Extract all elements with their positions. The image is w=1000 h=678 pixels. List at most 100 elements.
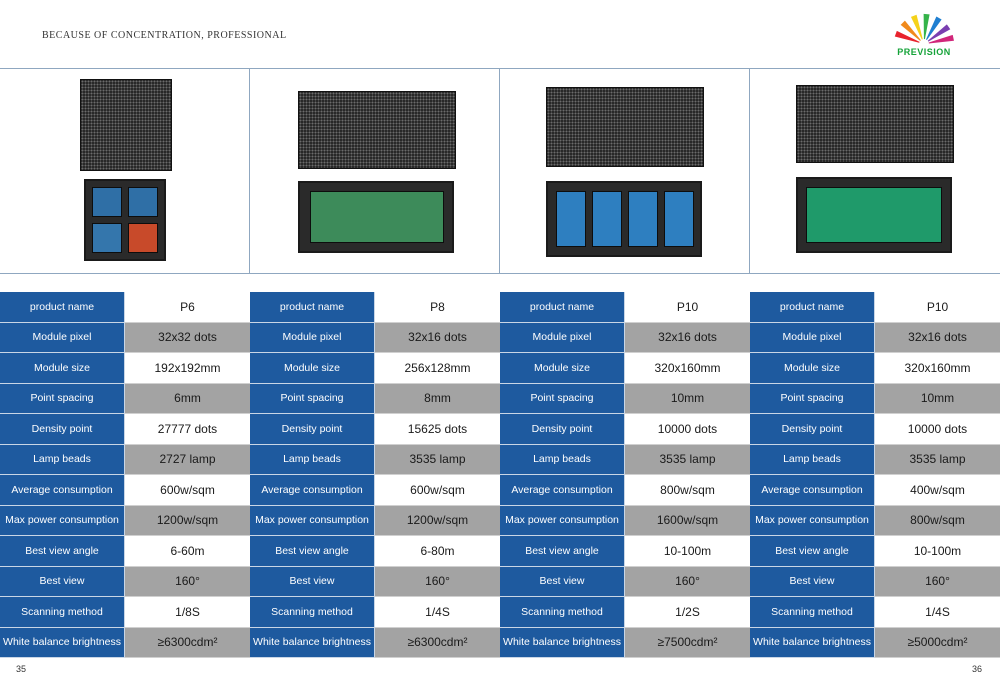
spec-value: 10000 dots — [625, 414, 750, 445]
spec-label: White balance brightness — [500, 627, 625, 658]
spec-value: 160° — [875, 566, 1000, 597]
page-number-left: 35 — [16, 664, 27, 674]
spec-label: Scanning method — [250, 597, 375, 628]
spec-value: 3535 lamp — [375, 444, 500, 475]
spec-value: 32x16 dots — [625, 322, 750, 353]
led-module-back — [796, 177, 952, 253]
led-module-front — [546, 87, 704, 167]
spec-label: Best view angle — [500, 536, 625, 567]
spec-label: Best view — [500, 566, 625, 597]
spec-label: product name — [750, 292, 875, 323]
photo-p6 — [0, 69, 250, 273]
spec-value: 3535 lamp — [625, 444, 750, 475]
spec-value: 600w/sqm — [125, 475, 250, 506]
spec-value: 6-60m — [125, 536, 250, 567]
spec-label: Lamp beads — [0, 444, 125, 475]
photo-p8 — [250, 69, 500, 273]
spec-value: ≥5000cdm² — [875, 627, 1000, 658]
spec-value: 1600w/sqm — [625, 505, 750, 536]
spec-value: 400w/sqm — [875, 475, 1000, 506]
spec-label: Average consumption — [0, 475, 125, 506]
spec-value: 6-80m — [375, 536, 500, 567]
spec-value: 1200w/sqm — [125, 505, 250, 536]
spec-label: Density point — [750, 414, 875, 445]
spec-label: Best view angle — [0, 536, 125, 567]
spec-label: Average consumption — [500, 475, 625, 506]
spec-label: Average consumption — [250, 475, 375, 506]
spec-value: 8mm — [375, 383, 500, 414]
spec-label: Point spacing — [250, 383, 375, 414]
spec-value: 10mm — [875, 383, 1000, 414]
spec-label: Best view angle — [750, 536, 875, 567]
spec-label: Scanning method — [0, 597, 125, 628]
spec-value: ≥6300cdm² — [125, 627, 250, 658]
spec-value: 1/4S — [875, 597, 1000, 628]
spec-label: Best view — [0, 566, 125, 597]
spec-label: White balance brightness — [0, 627, 125, 658]
spec-label: product name — [250, 292, 375, 323]
spec-value: 160° — [375, 566, 500, 597]
spec-value: P8 — [375, 292, 500, 323]
spec-label: product name — [0, 292, 125, 323]
spec-row: White balance brightness≥6300cdm² — [250, 627, 500, 658]
spec-value: 800w/sqm — [625, 475, 750, 506]
spec-value: ≥7500cdm² — [625, 627, 750, 658]
led-module-back — [84, 179, 166, 261]
spec-label: Scanning method — [750, 597, 875, 628]
spec-label: Lamp beads — [500, 444, 625, 475]
spec-value: 320x160mm — [875, 353, 1000, 384]
spec-label: Point spacing — [750, 383, 875, 414]
led-module-front — [796, 85, 954, 163]
spec-value: 1/4S — [375, 597, 500, 628]
spec-label: Module pixel — [250, 322, 375, 353]
spec-label: Lamp beads — [750, 444, 875, 475]
spec-label: Module pixel — [500, 322, 625, 353]
spec-row: White balance brightness≥6300cdm² — [0, 627, 250, 658]
spec-value: 1200w/sqm — [375, 505, 500, 536]
spec-label: Max power consumption — [0, 505, 125, 536]
led-module-back — [546, 181, 702, 257]
spec-value: 192x192mm — [125, 353, 250, 384]
spec-value: 32x16 dots — [875, 322, 1000, 353]
spec-label: product name — [500, 292, 625, 323]
spec-label: Best view angle — [250, 536, 375, 567]
spec-label: Module pixel — [750, 322, 875, 353]
spec-label: Density point — [500, 414, 625, 445]
spec-label: Max power consumption — [750, 505, 875, 536]
spec-value: 10mm — [625, 383, 750, 414]
spec-label: Best view — [750, 566, 875, 597]
spec-value: 800w/sqm — [875, 505, 1000, 536]
led-module-back — [298, 181, 454, 253]
product-photos — [0, 68, 1000, 274]
spec-label: Point spacing — [500, 383, 625, 414]
spec-value: 1/8S — [125, 597, 250, 628]
